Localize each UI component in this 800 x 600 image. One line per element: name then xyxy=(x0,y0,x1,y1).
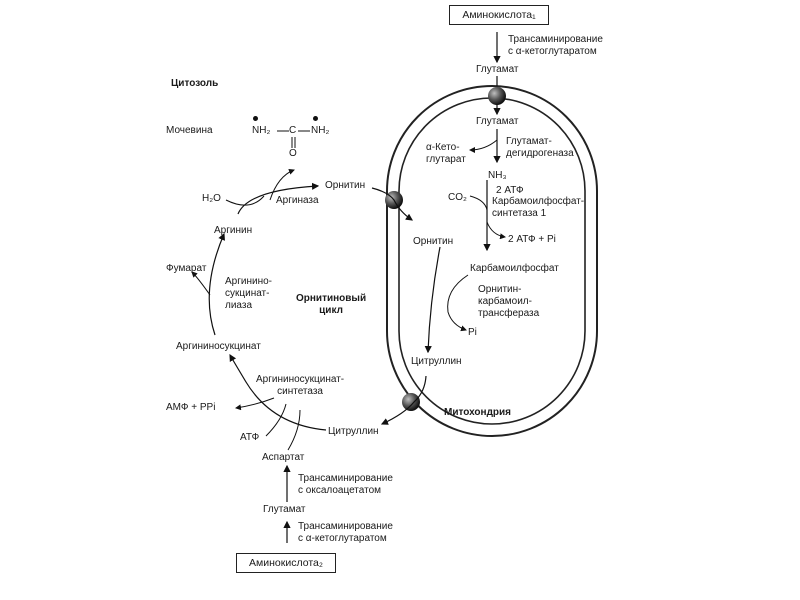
mito-outer-membrane xyxy=(386,85,598,437)
argininosuccinate-synthetase: Аргининосукцинат- синтетаза xyxy=(256,374,345,397)
urea-label: Мочевина xyxy=(166,125,213,136)
glutamate-outer: Глутамат xyxy=(476,64,519,75)
urea-nh2-right: NH₂ xyxy=(311,125,330,136)
h2o-label: H₂O xyxy=(202,193,221,204)
transporter-citrulline xyxy=(402,393,420,411)
amp-ppi-label: АМФ + PPi xyxy=(166,402,216,413)
glutamate-bottom: Глутамат xyxy=(263,504,306,515)
glutamate-dehydrogenase: Глутамат- дегидрогеназа xyxy=(506,136,574,159)
cps1-label: Карбамоилфосфат- синтетаза 1 xyxy=(492,196,585,219)
otc-label: Орнитин- карбамоил- трансфераза xyxy=(478,284,540,319)
atp2-label: 2 АТФ xyxy=(496,185,524,196)
aspartate-label: Аспартат xyxy=(262,452,305,463)
transporter-glutamate xyxy=(488,87,506,105)
pi-label: Pi xyxy=(468,327,477,338)
urea-nh2-left: NH₂ xyxy=(252,125,271,136)
alpha-ketoglutarate: α-Кето- глутарат xyxy=(426,142,466,165)
urea-nitrogen-dot-left xyxy=(253,116,258,121)
ornithine-cycle-title: Орнитиновый цикл xyxy=(296,293,367,316)
aminoacid2-box: Аминокислота₂ xyxy=(236,553,336,573)
argininosuccinate-lyase: Аргинино- сукцинат- лиаза xyxy=(225,276,272,311)
co2-label: CO₂ xyxy=(448,192,467,203)
transamination-oxaloacetate: Трансаминирование с оксалоацетатом xyxy=(298,473,393,496)
ornithine-inner: Орнитин xyxy=(413,236,454,247)
transamination-bottom: Трансаминирование с α-кетоглутаратом xyxy=(298,521,393,544)
citrulline-inner: Цитруллин xyxy=(411,356,462,367)
urea-carbon: C xyxy=(289,125,297,136)
fumarate-label: Фумарат xyxy=(166,263,207,274)
carbamoyl-phosphate: Карбамоилфосфат xyxy=(470,263,559,274)
ornithine-outer: Орнитин xyxy=(325,180,366,191)
argininosuccinate-label: Аргининосукцинат xyxy=(176,341,261,352)
nh3-label: NH₃ xyxy=(488,170,507,181)
atp-label: АТФ xyxy=(240,432,260,443)
transamination-top-label: Трансаминирование с α-кетоглутаратом xyxy=(508,34,603,57)
arginine-label: Аргинин xyxy=(214,225,253,236)
atp-pi-label: 2 АТФ + Pi xyxy=(508,234,556,245)
urea-oxygen: O xyxy=(289,148,297,159)
glutamate-inner: Глутамат xyxy=(476,116,519,127)
arginase-label: Аргиназа xyxy=(276,195,319,206)
mitochondria-title: Митохондрия xyxy=(444,407,512,418)
cytosol-title: Цитозоль xyxy=(171,78,219,89)
citrulline-outer: Цитруллин xyxy=(328,426,379,437)
aminoacid1-box: Аминокислота₁ xyxy=(449,5,549,25)
urea-nitrogen-dot-right xyxy=(313,116,318,121)
